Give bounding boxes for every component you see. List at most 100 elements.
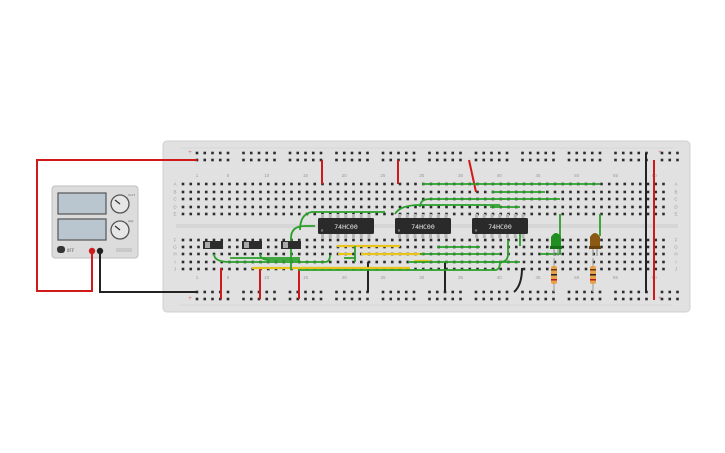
breadboard-hole[interactable] bbox=[181, 245, 185, 249]
breadboard-hole[interactable] bbox=[514, 238, 518, 242]
breadboard-hole[interactable] bbox=[197, 260, 200, 264]
breadboard-hole[interactable] bbox=[553, 190, 557, 194]
breadboard-hole[interactable] bbox=[235, 190, 239, 194]
breadboard-hole[interactable] bbox=[662, 245, 665, 249]
rail-hole[interactable] bbox=[412, 297, 416, 301]
rail-hole[interactable] bbox=[505, 158, 509, 162]
rail-hole[interactable] bbox=[590, 158, 594, 162]
breadboard-hole[interactable] bbox=[414, 267, 417, 271]
breadboard-hole[interactable] bbox=[290, 212, 293, 216]
breadboard-hole[interactable] bbox=[390, 190, 394, 194]
breadboard-hole[interactable] bbox=[584, 267, 588, 271]
breadboard-hole[interactable] bbox=[600, 252, 603, 256]
rail-hole[interactable] bbox=[428, 297, 431, 301]
breadboard-hole[interactable] bbox=[654, 212, 658, 216]
rail-hole[interactable] bbox=[311, 297, 315, 301]
breadboard-hole[interactable] bbox=[452, 212, 456, 216]
rail-hole[interactable] bbox=[203, 297, 207, 301]
rail-hole[interactable] bbox=[381, 297, 385, 301]
breadboard-hole[interactable] bbox=[297, 212, 301, 216]
rail-hole[interactable] bbox=[668, 151, 672, 155]
breadboard-hole[interactable] bbox=[561, 205, 565, 209]
breadboard-hole[interactable] bbox=[274, 190, 278, 194]
rail-hole[interactable] bbox=[552, 158, 555, 162]
breadboard-hole[interactable] bbox=[638, 252, 642, 256]
breadboard-hole[interactable] bbox=[181, 212, 185, 216]
breadboard-hole[interactable] bbox=[359, 197, 363, 201]
breadboard-hole[interactable] bbox=[545, 212, 549, 216]
rail-hole[interactable] bbox=[676, 158, 679, 162]
rail-hole[interactable] bbox=[482, 290, 486, 294]
rail-hole[interactable] bbox=[435, 158, 439, 162]
resistor[interactable] bbox=[590, 258, 596, 292]
breadboard-hole[interactable] bbox=[251, 252, 255, 256]
breadboard-hole[interactable] bbox=[545, 245, 549, 249]
breadboard-hole[interactable] bbox=[468, 205, 472, 209]
breadboard-hole[interactable] bbox=[514, 252, 518, 256]
breadboard-hole[interactable] bbox=[189, 252, 193, 256]
breadboard-hole[interactable] bbox=[235, 205, 239, 209]
rail-hole[interactable] bbox=[660, 290, 664, 294]
breadboard-hole[interactable] bbox=[189, 190, 193, 194]
rail-hole[interactable] bbox=[404, 158, 408, 162]
breadboard-hole[interactable] bbox=[662, 238, 665, 242]
breadboard-hole[interactable] bbox=[204, 182, 208, 186]
rail-hole[interactable] bbox=[598, 297, 602, 301]
breadboard-hole[interactable] bbox=[359, 182, 363, 186]
breadboard-hole[interactable] bbox=[553, 260, 557, 264]
breadboard-hole[interactable] bbox=[398, 190, 402, 194]
breadboard-hole[interactable] bbox=[414, 245, 417, 249]
breadboard-hole[interactable] bbox=[623, 205, 627, 209]
breadboard-hole[interactable] bbox=[359, 260, 363, 264]
breadboard-hole[interactable] bbox=[615, 267, 619, 271]
breadboard-hole[interactable] bbox=[468, 238, 472, 242]
breadboard-hole[interactable] bbox=[631, 252, 634, 256]
rail-hole[interactable] bbox=[342, 290, 346, 294]
rail-hole[interactable] bbox=[629, 158, 633, 162]
breadboard-hole[interactable] bbox=[305, 245, 309, 249]
breadboard-hole[interactable] bbox=[522, 238, 526, 242]
breadboard-hole[interactable] bbox=[561, 212, 565, 216]
rail-hole[interactable] bbox=[342, 297, 346, 301]
breadboard-hole[interactable] bbox=[638, 260, 642, 264]
rail-hole[interactable] bbox=[459, 297, 462, 301]
breadboard-hole[interactable] bbox=[220, 212, 224, 216]
breadboard-hole[interactable] bbox=[266, 212, 270, 216]
breadboard-hole[interactable] bbox=[243, 252, 247, 256]
breadboard-hole[interactable] bbox=[290, 197, 293, 201]
breadboard-hole[interactable] bbox=[352, 260, 355, 264]
breadboard-hole[interactable] bbox=[204, 190, 208, 194]
green-wires[interactable] bbox=[213, 183, 601, 271]
breadboard-hole[interactable] bbox=[538, 205, 541, 209]
breadboard-hole[interactable] bbox=[491, 245, 495, 249]
breadboard-hole[interactable] bbox=[243, 212, 247, 216]
breadboard-hole[interactable] bbox=[576, 267, 580, 271]
breadboard-hole[interactable] bbox=[328, 245, 332, 249]
breadboard-hole[interactable] bbox=[251, 238, 255, 242]
rail-hole[interactable] bbox=[350, 290, 354, 294]
rail-hole[interactable] bbox=[273, 297, 276, 301]
rail-hole[interactable] bbox=[676, 151, 679, 155]
rail-hole[interactable] bbox=[404, 290, 408, 294]
rail-hole[interactable] bbox=[621, 297, 625, 301]
breadboard-hole[interactable] bbox=[638, 267, 642, 271]
breadboard-hole[interactable] bbox=[328, 238, 332, 242]
breadboard-hole[interactable] bbox=[584, 190, 588, 194]
rail-hole[interactable] bbox=[296, 151, 300, 155]
rail-hole[interactable] bbox=[203, 290, 207, 294]
breadboard-hole[interactable] bbox=[429, 205, 433, 209]
breadboard-hole[interactable] bbox=[398, 197, 402, 201]
breadboard-hole[interactable] bbox=[290, 205, 293, 209]
breadboard-hole[interactable] bbox=[359, 238, 363, 242]
breadboard-hole[interactable] bbox=[383, 205, 386, 209]
breadboard-hole[interactable] bbox=[561, 267, 565, 271]
breadboard-hole[interactable] bbox=[181, 238, 185, 242]
breadboard-hole[interactable] bbox=[576, 245, 580, 249]
rail-hole[interactable] bbox=[637, 290, 641, 294]
breadboard-hole[interactable] bbox=[235, 245, 239, 249]
rail-hole[interactable] bbox=[614, 158, 617, 162]
rail-hole[interactable] bbox=[242, 151, 245, 155]
breadboard-hole[interactable] bbox=[592, 212, 596, 216]
rail-hole[interactable] bbox=[497, 158, 501, 162]
breadboard-hole[interactable] bbox=[445, 205, 448, 209]
